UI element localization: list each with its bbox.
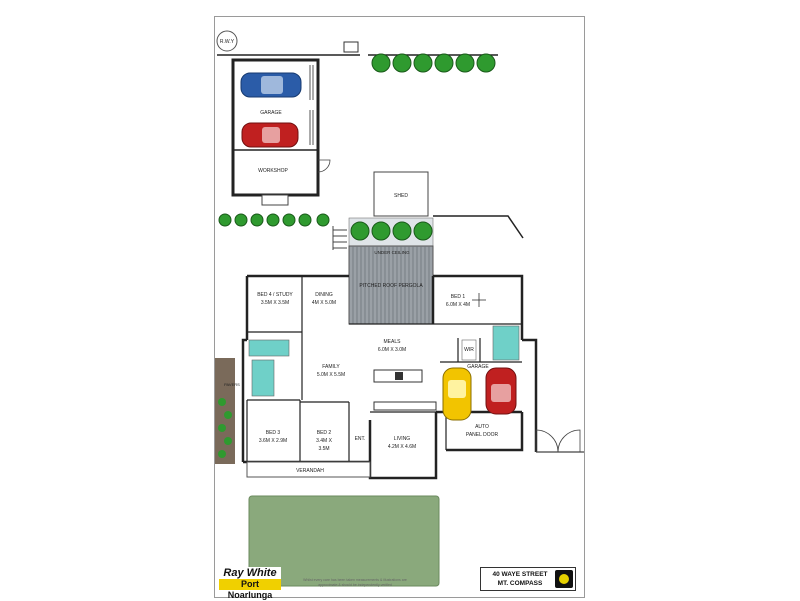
row-label: R.W.Y	[220, 39, 235, 45]
dining-label: DINING	[315, 292, 333, 298]
car-blue	[240, 72, 302, 98]
auto-door-label: AUTO	[475, 424, 489, 430]
car-red	[241, 122, 299, 148]
verandah-label: VERANDAH	[296, 468, 324, 474]
living-dim: 4.2M X 4.6M	[388, 444, 416, 450]
garage-top-label: GARAGE	[260, 110, 282, 116]
bed1-label: BED 1	[451, 294, 466, 300]
lawn	[248, 495, 440, 587]
workshop-label: WORKSHOP	[258, 168, 288, 174]
compass-logo-icon	[555, 570, 573, 588]
hedge-left	[218, 213, 330, 227]
interior-walls	[246, 276, 522, 462]
bed3-dim: 3.6M X 2.9M	[259, 438, 287, 444]
bed2-dim: 3.4M X	[316, 438, 333, 444]
meals-dim: 6.0M X 3.0M	[378, 347, 406, 353]
auto-door-label-2: PANEL DOOR	[466, 432, 499, 438]
address-line-2: MT. COMPASS	[497, 580, 543, 587]
bed1-dim: 6.0M X 4M	[446, 302, 470, 308]
shed: SHED	[373, 171, 429, 217]
car-yellow	[442, 367, 472, 421]
bed4-label: BED 4 / STUDY	[257, 292, 293, 298]
meals-label: MEALS	[384, 339, 402, 345]
dining-dim: 4M X 5.0M	[312, 300, 336, 306]
pavers-label: PAVERS	[224, 382, 240, 387]
wir-label: WIR	[464, 347, 474, 353]
garage-bottom-label: GARAGE	[467, 364, 489, 370]
gates-bottom	[535, 429, 584, 453]
wet-areas	[248, 325, 520, 397]
hedge-top	[371, 53, 496, 73]
row-marker: R.W.Y	[216, 30, 238, 52]
pavers: PAVERS	[215, 358, 240, 464]
agency-logo: Ray White Port Noarlunga	[219, 567, 281, 600]
family-dim: 5.0M X 5.5M	[317, 372, 345, 378]
boundary-right	[433, 215, 524, 239]
agency-office: Port Noarlunga	[219, 579, 281, 600]
family-label: FAMILY	[322, 364, 340, 370]
under-pergola-label: UNDER CEILING	[374, 250, 410, 255]
pergola-garden	[348, 217, 434, 247]
bed4-dim: 3.5M X 3.5M	[261, 300, 289, 306]
verandah: VERANDAH	[246, 461, 371, 478]
bed2-label: BED 2	[317, 430, 332, 436]
agency-name: Ray White	[219, 567, 281, 579]
ceiling-fan-icon	[472, 293, 486, 307]
address-box: 40 WAYE STREET MT. COMPASS	[480, 567, 576, 591]
pitched-pergola-label: PITCHED ROOF PERGOLA	[359, 283, 423, 289]
gate	[343, 41, 359, 53]
car-red-2	[485, 367, 517, 415]
address-line-1: 40 WAYE STREET	[492, 571, 548, 578]
steps	[332, 226, 347, 250]
disclaimer-text: Whilst every care has been taken measure…	[303, 578, 407, 587]
kitchen-island	[373, 369, 437, 411]
bed2-dim-2: 3.5M	[318, 446, 329, 452]
shed-label: SHED	[394, 193, 408, 199]
living-label: LIVING	[394, 436, 411, 442]
bed3-label: BED 3	[266, 430, 281, 436]
ent-label: ENT.	[355, 436, 366, 442]
pergola: UNDER CEILING PITCHED ROOF PERGOLA	[348, 245, 434, 325]
